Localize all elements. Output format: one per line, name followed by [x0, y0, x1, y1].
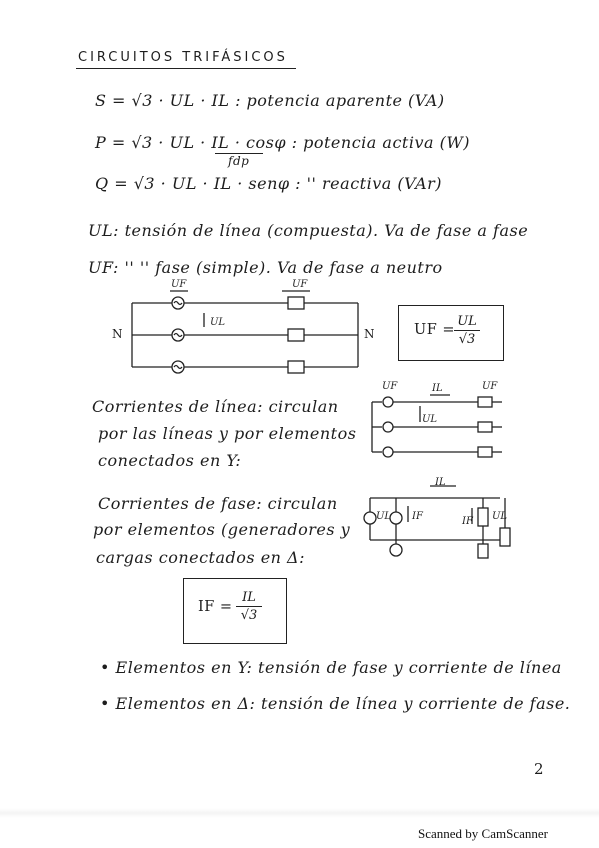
- uf-denominator: √3: [458, 332, 476, 347]
- if-denominator: √3: [240, 608, 258, 623]
- c2-label-uf-left: UF: [382, 381, 398, 392]
- formula-reactive-power: Q = √3 · UL · IL · senφ : '' reactiva (V…: [95, 174, 443, 193]
- c2-label-ul: UL: [422, 414, 438, 425]
- uf-fraction: UL √3: [454, 314, 480, 347]
- phase-currents-text-2: por elementos (generadores y: [93, 520, 351, 539]
- phase-currents-text-1: Corrientes de fase: circulan: [98, 494, 338, 513]
- title-underline: [76, 68, 296, 69]
- delta-circuit-diagram: [363, 485, 511, 559]
- line-currents-text-1: Corrientes de línea: circulan: [92, 397, 339, 416]
- c2-label-uf-right: UF: [482, 381, 498, 392]
- formula-active-power: P = √3 · UL · IL · cosφ : potencia activ…: [95, 133, 471, 152]
- c3-label-ul-left: UL: [376, 511, 392, 522]
- fdp-underline: [215, 153, 263, 154]
- if-lhs: IF =: [198, 599, 233, 615]
- line-currents-text-3: conectados en Y:: [98, 451, 242, 470]
- formula-box-uf: [398, 305, 504, 361]
- c3-label-ul-right: UL: [492, 511, 508, 522]
- scan-band: [0, 808, 599, 818]
- scanner-footer: Scanned by CamScanner: [418, 826, 548, 841]
- c3-label-if-right: IF: [462, 516, 473, 527]
- formula-box-if: [183, 578, 287, 644]
- label-uf-left: UF: [171, 279, 187, 290]
- bullet-star-elements: • Elementos en Y: tensión de fase y corr…: [100, 658, 562, 677]
- if-fraction: IL √3: [236, 590, 262, 623]
- label-uf-right: UF: [292, 279, 308, 290]
- if-numerator: IL: [242, 590, 256, 605]
- uf-lhs: UF =: [414, 322, 456, 338]
- definition-phase-voltage: UF: '' '' fase (simple). Va de fase a ne…: [88, 258, 443, 277]
- c3-label-il: IL: [435, 477, 446, 488]
- star-circuit-diagram: [131, 290, 359, 374]
- c2-label-il: IL: [432, 383, 443, 394]
- definition-line-voltage: UL: tensión de línea (compuesta). Va de …: [88, 221, 529, 240]
- line-current-circuit-diagram: [371, 394, 502, 458]
- label-ul: UL: [210, 317, 226, 328]
- page-title: CIRCUITOS TRIFÁSICOS: [78, 50, 288, 65]
- bullet-delta-elements: • Elementos en Δ: tensión de línea y cor…: [100, 694, 571, 713]
- fdp-label: fdp: [228, 154, 250, 168]
- c3-label-if-left: IF: [412, 511, 423, 522]
- line-currents-text-2: por las líneas y por elementos: [98, 424, 357, 443]
- node-left-n: N: [112, 327, 123, 341]
- page-number: 2: [534, 760, 545, 778]
- node-right-n: N: [364, 327, 375, 341]
- formula-apparent-power: S = √3 · UL · IL : potencia aparente (VA…: [95, 91, 445, 110]
- phase-currents-text-3: cargas conectados en Δ:: [96, 548, 305, 567]
- uf-numerator: UL: [457, 314, 477, 329]
